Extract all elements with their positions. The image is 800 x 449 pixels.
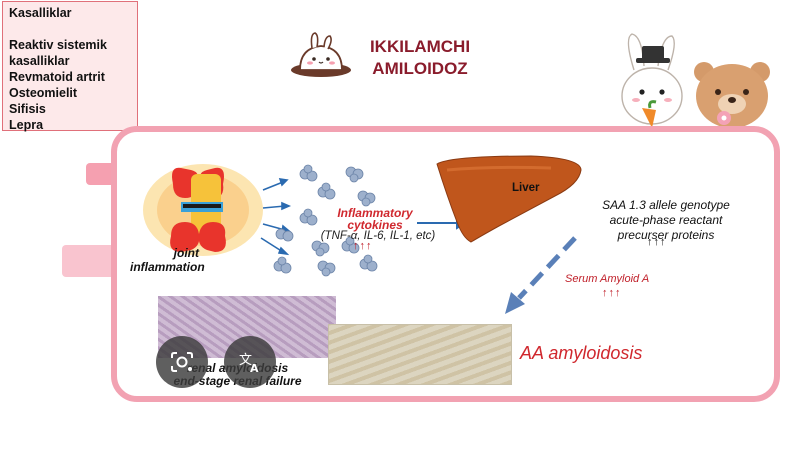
list-item: Sifisis bbox=[9, 102, 46, 116]
joint-arrows bbox=[260, 178, 292, 256]
decorative-tab bbox=[62, 245, 113, 277]
serum-amyloid-label: Serum Amyloid A bbox=[565, 273, 650, 285]
lens-button[interactable] bbox=[156, 336, 208, 388]
cytokine-clusters bbox=[273, 164, 378, 277]
list-spacer bbox=[9, 21, 131, 37]
translate-icon: 文 A bbox=[239, 353, 259, 374]
disease-list-box: Kasalliklar Reaktiv sistemik kasalliklar… bbox=[2, 1, 138, 132]
decorative-tab bbox=[86, 163, 113, 185]
aa-amyloidosis-label: AA amyloidosis bbox=[520, 343, 643, 363]
list-item: Lepra bbox=[9, 118, 44, 132]
list-item: Revmatoid artrit bbox=[9, 70, 105, 84]
title-line-2: AMILOIDOZ bbox=[372, 59, 468, 78]
pathway-diagram bbox=[143, 155, 582, 314]
saa-increase-arrows: ↑↑↑ bbox=[647, 236, 667, 248]
saa-line-3: precurser proteins bbox=[617, 228, 715, 242]
joint-label-line2: inflammation bbox=[130, 260, 205, 274]
liver-label: Liver bbox=[512, 182, 540, 194]
joint-bone-right-lower bbox=[198, 222, 226, 252]
saa-label: SAA 1.3 allele genotype acute-phase reac… bbox=[566, 198, 766, 243]
saa-line-2: acute-phase reactant bbox=[609, 213, 723, 227]
saa-line-1: SAA 1.3 allele genotype bbox=[602, 198, 730, 212]
amyloid-micrograph bbox=[328, 324, 512, 385]
bunny-hole-icon bbox=[291, 32, 351, 77]
cytokine-label-line1: Inflammatory bbox=[337, 206, 413, 220]
saa-to-aa-arrow bbox=[505, 236, 577, 314]
translate-button[interactable]: 文 A bbox=[224, 336, 276, 388]
svg-text:A: A bbox=[250, 362, 259, 374]
joint-label-line1: joint bbox=[173, 246, 199, 260]
svg-text:文: 文 bbox=[239, 353, 252, 368]
cytokine-increase-arrows: ↑↑↑ bbox=[353, 240, 373, 252]
cytokine-label-line2: cytokines bbox=[347, 218, 403, 232]
title-line-1: IKKILAMCHI bbox=[369, 37, 471, 56]
joint-bone-left-lower bbox=[170, 222, 200, 252]
liver-shape bbox=[436, 155, 582, 243]
lens-camera-icon bbox=[171, 352, 193, 372]
joint-label: joint inflammation bbox=[130, 246, 205, 274]
cytokine-list: (TNF-α, IL-6, IL-1, etc) bbox=[320, 230, 436, 242]
list-item: Osteomielit bbox=[9, 86, 78, 100]
page-title: IKKILAMCHI AMILOIDOZ bbox=[355, 36, 485, 80]
serum-increase-arrows: ↑↑↑ bbox=[602, 287, 622, 299]
list-heading: Kasalliklar bbox=[9, 6, 72, 20]
bunny-bear-characters-icon bbox=[621, 33, 770, 128]
cytokine-label: Inflammatory cytokines bbox=[300, 207, 450, 231]
list-item: kasalliklar bbox=[9, 54, 70, 68]
list-item: Reaktiv sistemik bbox=[9, 38, 107, 52]
